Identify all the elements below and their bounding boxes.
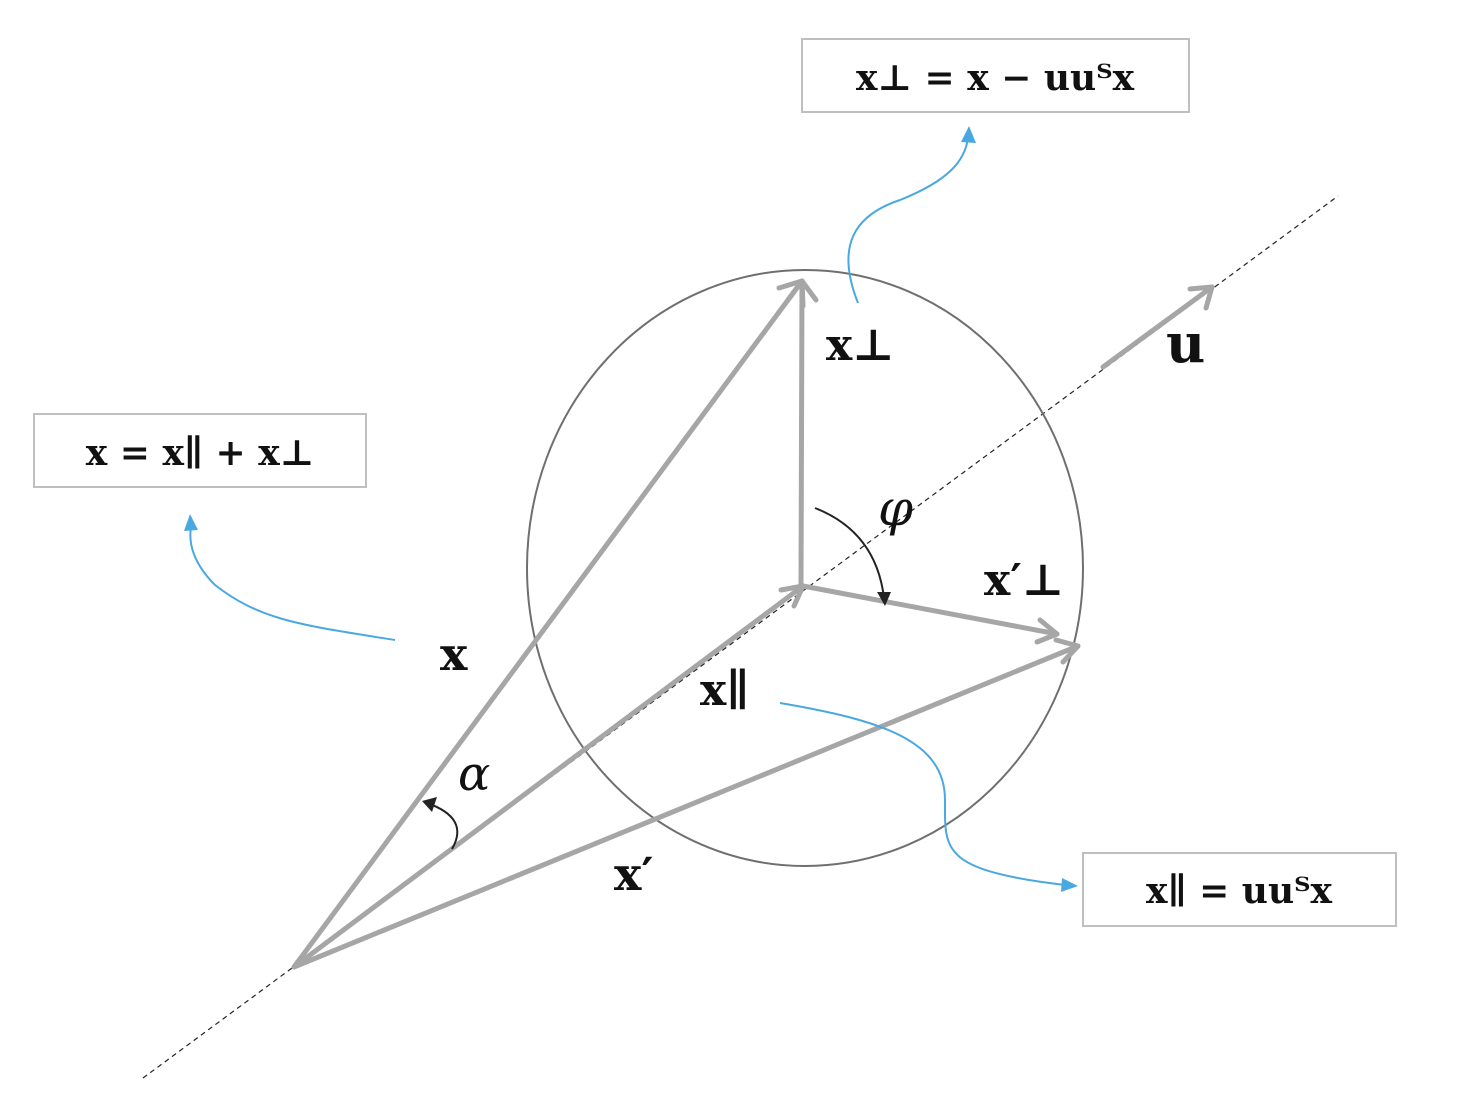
vector-x-prime-arrowhead — [1053, 637, 1081, 665]
callout-perp-curve — [847, 137, 969, 304]
label-phi: φ — [878, 479, 913, 537]
vector-u-arrowhead — [1187, 284, 1215, 311]
alpha-arrowhead — [422, 797, 437, 812]
label-x: x — [440, 627, 468, 681]
phi-arc — [814, 507, 885, 599]
callout-parallel-curve — [779, 702, 1066, 886]
box-perp-formula-text: x⊥ = x − uuᵀx — [856, 57, 1135, 99]
callout-perp-arrowhead — [961, 126, 976, 143]
label-x-prime: x′ — [614, 847, 654, 901]
box-parallel-formula — [1082, 852, 1397, 927]
vector-u — [1100, 284, 1215, 370]
callout-decomposition-arrowhead — [184, 514, 198, 531]
rotation-circle — [526, 269, 1084, 867]
vector-x-perp-prime — [800, 583, 1060, 637]
vector-x-perp — [798, 278, 805, 589]
label-u: u — [1166, 311, 1205, 375]
vector-x-parallel — [291, 583, 806, 970]
label-x-perp: x⊥ — [826, 320, 894, 371]
phi-arrowhead — [877, 592, 891, 606]
callout-parallel-arrowhead — [1061, 878, 1078, 892]
box-parallel-formula-text: x∥ = uuᵀx — [1146, 870, 1332, 912]
label-x-perp-prime: x′⊥ — [984, 555, 1064, 606]
vector-x-perp-prime-arrowhead — [1034, 617, 1060, 645]
label-alpha: α — [458, 746, 490, 802]
label-x-parallel: x∥ — [700, 665, 750, 716]
vector-x-perp-arrowhead — [785, 278, 819, 303]
callout-decomposition-curve — [189, 526, 396, 641]
box-decomposition-formula-text: x = x∥ + x⊥ — [86, 432, 314, 474]
box-perp-formula — [801, 38, 1190, 113]
vector-x-prime — [291, 643, 1081, 970]
box-decomposition-formula — [33, 413, 367, 488]
alpha-arc — [426, 802, 459, 850]
vector-x — [291, 278, 805, 970]
